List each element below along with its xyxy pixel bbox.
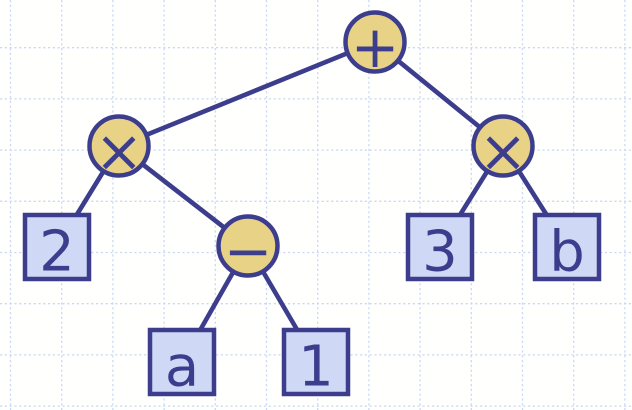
operator-circle-plus xyxy=(343,10,407,74)
operand-square-operand-3 xyxy=(405,212,475,282)
tree-node-times-left: × xyxy=(87,114,151,185)
operand-square-operand-1 xyxy=(281,327,351,397)
node-label-times-right: × xyxy=(479,117,528,185)
node-label-operand-2: 2 xyxy=(39,220,75,285)
tree-node-plus: + xyxy=(343,10,407,81)
operator-circle-times-left xyxy=(87,114,151,178)
tree-nodes: + × × 2 − 3 b a 1 xyxy=(22,10,602,400)
tree-node-operand-a: a xyxy=(147,327,217,400)
node-label-operand-1: 1 xyxy=(298,335,334,400)
tree-node-times-right: × xyxy=(471,114,535,185)
operator-circle-times-right xyxy=(471,114,535,178)
operand-square-operand-2 xyxy=(22,212,92,282)
tree-node-operand-b: b xyxy=(532,212,602,285)
operand-square-operand-b xyxy=(532,212,602,282)
tree-node-operand-2: 2 xyxy=(22,212,92,285)
node-label-operand-b: b xyxy=(549,220,585,285)
tree-node-operand-3: 3 xyxy=(405,212,475,285)
node-label-minus: − xyxy=(224,217,273,285)
operand-square-operand-a xyxy=(147,327,217,397)
tree-node-operand-1: 1 xyxy=(281,327,351,400)
node-label-operand-a: a xyxy=(165,335,199,400)
operator-circle-minus xyxy=(216,214,280,278)
tree-edge-plus-times-left xyxy=(116,39,378,149)
node-label-plus: + xyxy=(351,13,400,81)
node-label-operand-3: 3 xyxy=(422,220,458,285)
tree-node-minus: − xyxy=(216,214,280,285)
node-label-times-left: × xyxy=(95,117,144,185)
